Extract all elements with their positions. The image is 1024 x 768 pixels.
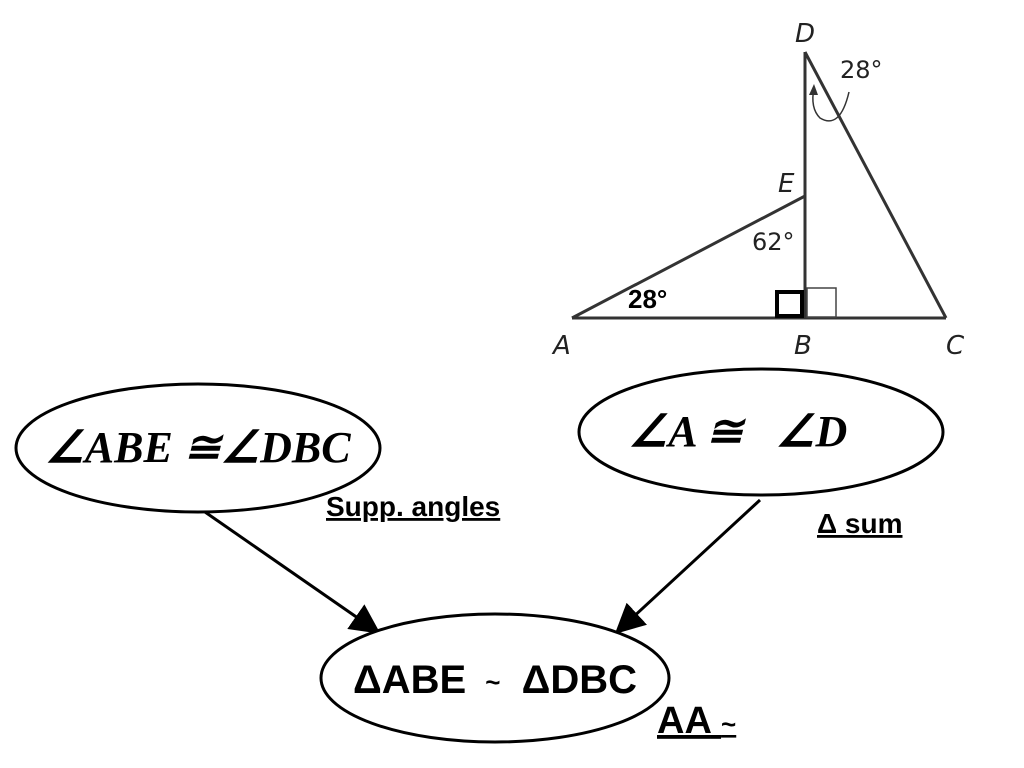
- statement-node-right: ∠A ≅ ∠D: [577, 367, 945, 497]
- triangle-figure: D E A B C 28° 62° 28°: [551, 19, 965, 361]
- angle-arc-d: [812, 87, 850, 122]
- statement-bottom-part2: ΔDBC: [522, 658, 637, 702]
- oval-bottom: [319, 612, 671, 744]
- reason-bottom: AA ~: [657, 700, 736, 742]
- point-label-b: B: [794, 331, 812, 361]
- statement-bottom-sim: ~: [485, 667, 500, 697]
- point-label-d: D: [795, 19, 815, 49]
- arrow-right-to-bottom: [614, 498, 762, 635]
- reason-right: Δ sum: [817, 508, 902, 539]
- statement-right-text: ∠A ≅ ∠D: [629, 407, 847, 456]
- point-label-c: C: [946, 331, 965, 361]
- statement-node-bottom: ΔABE ~ ΔDBC: [319, 612, 671, 744]
- statement-bottom-part1: ΔABE: [353, 658, 466, 702]
- oval-left: [14, 382, 382, 514]
- statement-bottom-text: ΔABE ~ ΔDBC: [353, 656, 637, 702]
- right-angle-marker-right: [806, 287, 837, 318]
- angle-label-a: 28°: [628, 284, 667, 314]
- right-angle-marker-left: [775, 290, 804, 318]
- angle-label-d: 28°: [840, 56, 883, 84]
- arrow-left-to-bottom: [204, 510, 381, 634]
- segment-dc: [803, 51, 948, 319]
- statement-left-text: ∠ABE ≅∠DBC: [45, 423, 351, 472]
- segment-ae: [571, 194, 806, 320]
- reason-bottom-text: AA: [657, 700, 711, 742]
- reason-left: Supp. angles: [326, 491, 500, 522]
- point-label-e: E: [778, 169, 795, 199]
- reason-bottom-sim: ~: [721, 709, 736, 739]
- oval-right: [577, 367, 945, 497]
- angle-arc-d-arrowhead: [809, 84, 818, 95]
- statement-node-left: ∠ABE ≅∠DBC: [14, 382, 382, 514]
- point-label-a: A: [551, 331, 571, 361]
- angle-label-e: 62°: [752, 228, 795, 256]
